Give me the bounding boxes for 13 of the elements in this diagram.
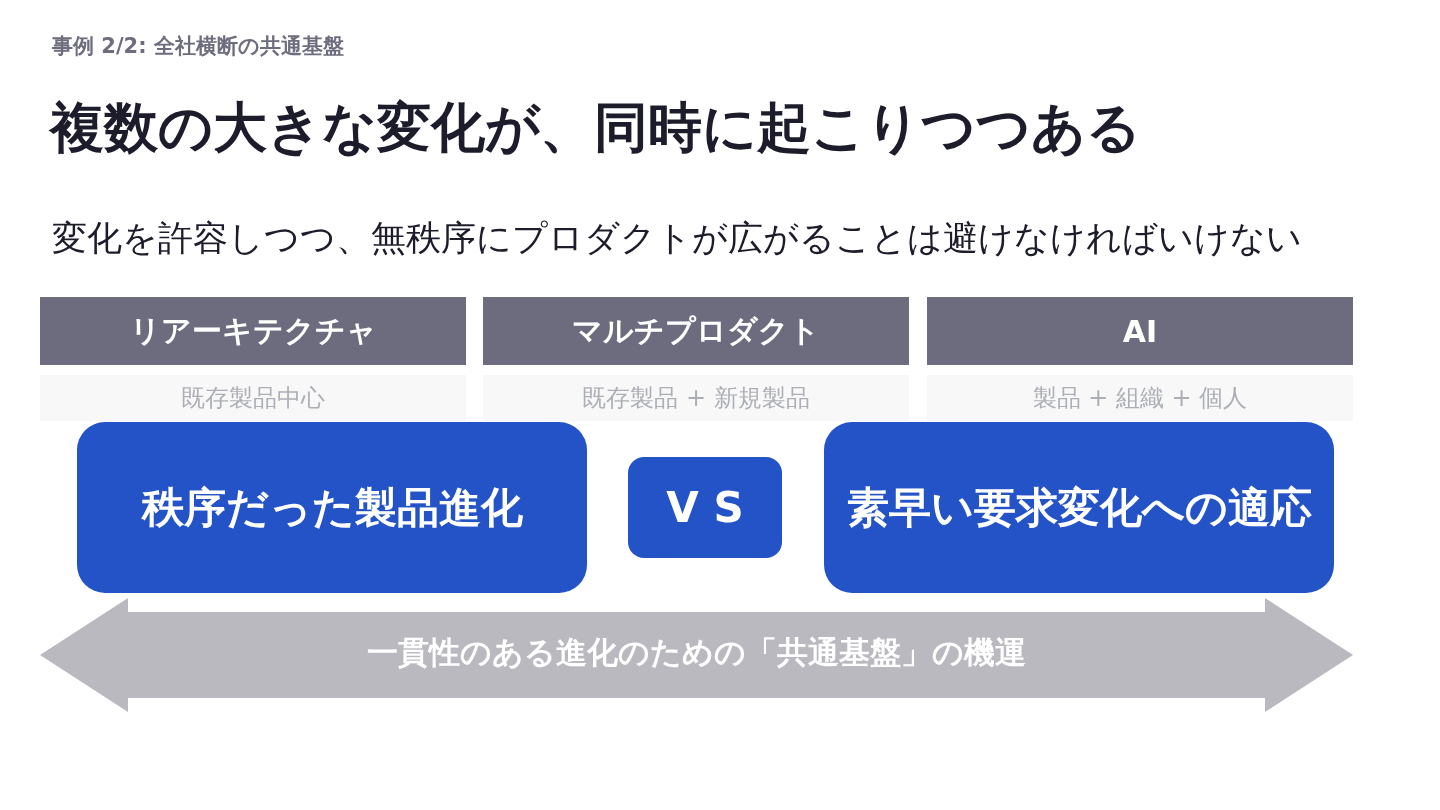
- slide-title: 複数の大きな変化が、同時に起こりつつある: [50, 95, 1141, 161]
- column-header: AI: [927, 297, 1353, 365]
- subtitle: 変化を許容しつつ、無秩序にプロダクトが広がることは避けなければいけない: [52, 217, 1302, 260]
- column-header: マルチプロダクト: [483, 297, 909, 365]
- table-cell: 既存製品中心: [40, 375, 466, 421]
- table-cell: 製品 + 組織 + 個人: [927, 375, 1353, 421]
- concept-box: 素早い要求変化への適応: [824, 422, 1334, 593]
- concept-box: 秩序だった製品進化: [77, 422, 587, 593]
- versus-badge: VS: [628, 457, 782, 558]
- section-label: 事例 2/2: 全社横断の共通基盤: [52, 33, 344, 60]
- column-header: リアーキテクチャ: [40, 297, 466, 365]
- arrow-label: 一貫性のある進化のための「共通基盤」の機運: [367, 632, 1026, 672]
- table-cell: 既存製品 + 新規製品: [483, 375, 909, 421]
